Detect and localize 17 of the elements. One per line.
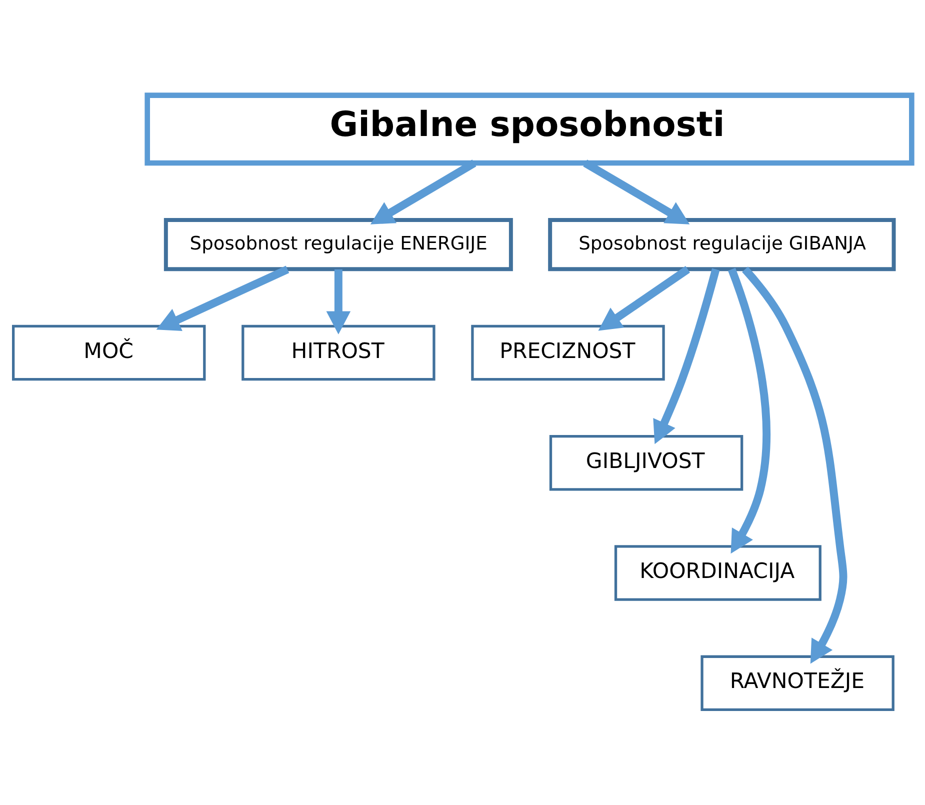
node-box: PRECIZNOST <box>471 324 665 381</box>
node-box: GIBLJIVOST <box>549 435 744 491</box>
node-box: HITROST <box>242 324 436 381</box>
node-box: RAVNOTEŽJE <box>700 655 894 712</box>
node-box: Sposobnost regulacije GIBANJA <box>548 218 896 272</box>
arrow <box>156 266 290 331</box>
node-box: Gibalne sposobnosti <box>144 92 914 166</box>
arrow <box>326 269 351 334</box>
arrow <box>728 268 770 554</box>
arrow <box>598 266 690 331</box>
arrow <box>370 160 476 224</box>
arrow <box>583 160 690 224</box>
arrow <box>653 268 720 444</box>
node-box: MOČ <box>12 324 206 381</box>
arrow <box>742 266 848 664</box>
node-box: KOORDINACIJA <box>614 545 822 601</box>
node-box: Sposobnost regulacije ENERGIJE <box>164 218 513 272</box>
